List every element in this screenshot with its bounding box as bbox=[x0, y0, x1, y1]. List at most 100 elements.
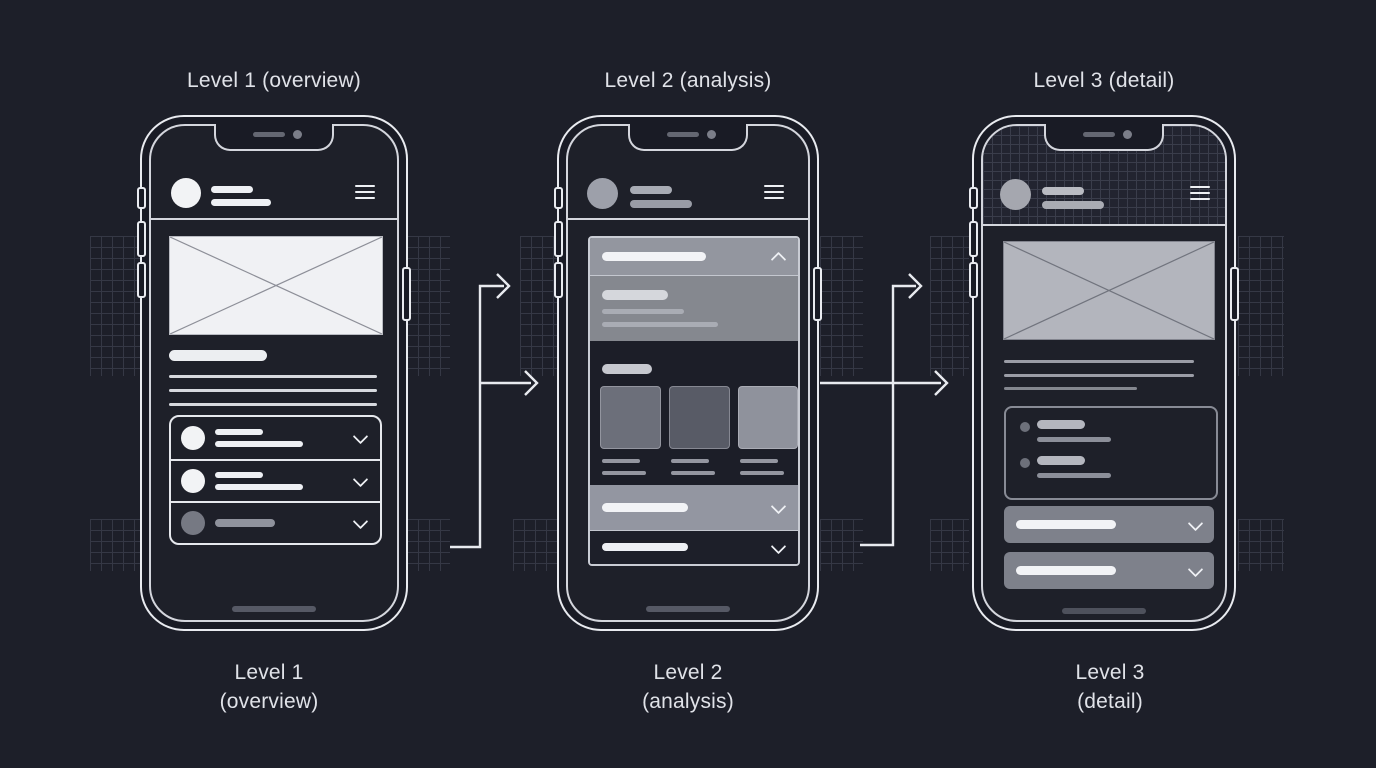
text-line bbox=[169, 403, 377, 406]
hamburger-menu-icon[interactable] bbox=[1190, 186, 1210, 200]
header-divider bbox=[983, 224, 1225, 226]
accordion-header-expanded[interactable] bbox=[590, 238, 798, 275]
notch-speaker-slot bbox=[253, 132, 285, 137]
accordion-row-collapsed[interactable] bbox=[590, 485, 798, 530]
list-item-row[interactable] bbox=[171, 459, 380, 503]
avatar bbox=[181, 426, 205, 450]
chevron-down-icon bbox=[352, 471, 369, 488]
grid-patch bbox=[1238, 519, 1284, 571]
text-line bbox=[169, 375, 377, 378]
hamburger-menu-icon[interactable] bbox=[355, 185, 375, 199]
notch-camera-dot bbox=[707, 130, 716, 139]
bullet-text-line bbox=[1037, 437, 1111, 442]
analysis-panel bbox=[588, 236, 800, 566]
list-item-row[interactable] bbox=[171, 501, 380, 545]
dropdown-value-pill bbox=[1016, 520, 1116, 529]
text-line bbox=[1004, 387, 1137, 390]
grid-patch bbox=[930, 236, 969, 376]
text-line bbox=[1004, 360, 1194, 363]
volume-down-button bbox=[554, 262, 563, 298]
item-subtitle-pill bbox=[215, 441, 303, 447]
bullet-dot bbox=[1020, 458, 1030, 468]
home-indicator-bar bbox=[646, 606, 730, 612]
volume-up-button bbox=[554, 221, 563, 257]
level-2-bottom-line1: Level 2 bbox=[653, 661, 723, 684]
header-subtitle-pill bbox=[630, 200, 692, 208]
bullet-text-line bbox=[1037, 473, 1111, 478]
level-1-bottom-line2: (overview) bbox=[219, 690, 319, 713]
thumbnail-caption-line bbox=[671, 471, 715, 475]
grid-patch bbox=[820, 236, 863, 376]
bullet-title-pill bbox=[1037, 420, 1085, 429]
item-title-pill bbox=[215, 429, 263, 435]
list-item-row[interactable] bbox=[171, 417, 380, 459]
grid-patch bbox=[520, 236, 557, 376]
accordion-title-pill bbox=[602, 252, 706, 261]
list-card bbox=[169, 415, 382, 545]
mute-switch bbox=[137, 187, 146, 209]
phone-screen bbox=[981, 124, 1227, 622]
phone-level-3 bbox=[969, 115, 1239, 631]
notch bbox=[1044, 124, 1164, 151]
chevron-down-icon bbox=[1187, 561, 1204, 578]
flow-arrow-right bbox=[934, 370, 949, 396]
body-title-pill bbox=[602, 290, 668, 300]
chevron-down-icon bbox=[770, 538, 787, 555]
row-title-pill bbox=[602, 503, 688, 512]
grid-patch bbox=[820, 519, 863, 571]
avatar bbox=[587, 178, 618, 209]
chevron-down-icon bbox=[352, 513, 369, 530]
notch-camera-dot bbox=[1123, 130, 1132, 139]
accordion-body bbox=[590, 275, 798, 341]
thumbnail-caption-line bbox=[740, 459, 778, 463]
image-x-placeholder-icon bbox=[1004, 242, 1214, 339]
notch bbox=[214, 124, 334, 151]
thumbnail-caption-line bbox=[602, 471, 646, 475]
volume-down-button bbox=[969, 262, 978, 298]
hamburger-menu-icon[interactable] bbox=[764, 185, 784, 199]
power-button bbox=[1230, 267, 1239, 321]
thumbnail[interactable] bbox=[738, 386, 798, 449]
chevron-down-icon bbox=[770, 498, 787, 515]
level-3-top-label: Level 3 (detail) bbox=[1033, 69, 1175, 92]
chevron-down-icon bbox=[352, 428, 369, 445]
header-title-pill bbox=[1042, 187, 1084, 195]
grid-patch bbox=[930, 519, 969, 571]
power-button bbox=[402, 267, 411, 321]
level-3-bottom-label: Level 3 (detail) bbox=[981, 658, 1239, 716]
chevron-up-icon bbox=[770, 251, 787, 268]
thumbnail[interactable] bbox=[600, 386, 661, 449]
header-divider bbox=[568, 218, 808, 220]
volume-down-button bbox=[137, 262, 146, 298]
phone-screen bbox=[149, 124, 399, 622]
text-line bbox=[1004, 374, 1194, 377]
level-1-top-label: Level 1 (overview) bbox=[187, 69, 361, 92]
power-button bbox=[813, 267, 822, 321]
level-2-bottom-line2: (analysis) bbox=[642, 690, 734, 713]
phone-level-1 bbox=[137, 115, 411, 631]
dropdown-select[interactable] bbox=[1004, 506, 1214, 543]
thumbnail[interactable] bbox=[669, 386, 730, 449]
header-title-pill bbox=[211, 186, 253, 193]
thumbnail-caption-line bbox=[602, 459, 640, 463]
bullet-title-pill bbox=[1037, 456, 1085, 465]
accordion-row-collapsed[interactable] bbox=[590, 530, 798, 564]
section-label-pill bbox=[602, 364, 652, 374]
level-2-bottom-label: Level 2 (analysis) bbox=[559, 658, 817, 716]
level-1-bottom-line1: Level 1 bbox=[234, 661, 304, 684]
bullet-dot bbox=[1020, 422, 1030, 432]
dropdown-select[interactable] bbox=[1004, 552, 1214, 589]
volume-up-button bbox=[969, 221, 978, 257]
avatar bbox=[1000, 179, 1031, 210]
mute-switch bbox=[554, 187, 563, 209]
flow-arrow-right bbox=[908, 273, 923, 299]
phone-level-2 bbox=[554, 115, 822, 631]
volume-up-button bbox=[137, 221, 146, 257]
hero-image-placeholder bbox=[169, 236, 383, 335]
hero-image-placeholder bbox=[1003, 241, 1215, 340]
mute-switch bbox=[969, 187, 978, 209]
level-1-bottom-label: Level 1 (overview) bbox=[140, 658, 398, 716]
avatar bbox=[181, 469, 205, 493]
